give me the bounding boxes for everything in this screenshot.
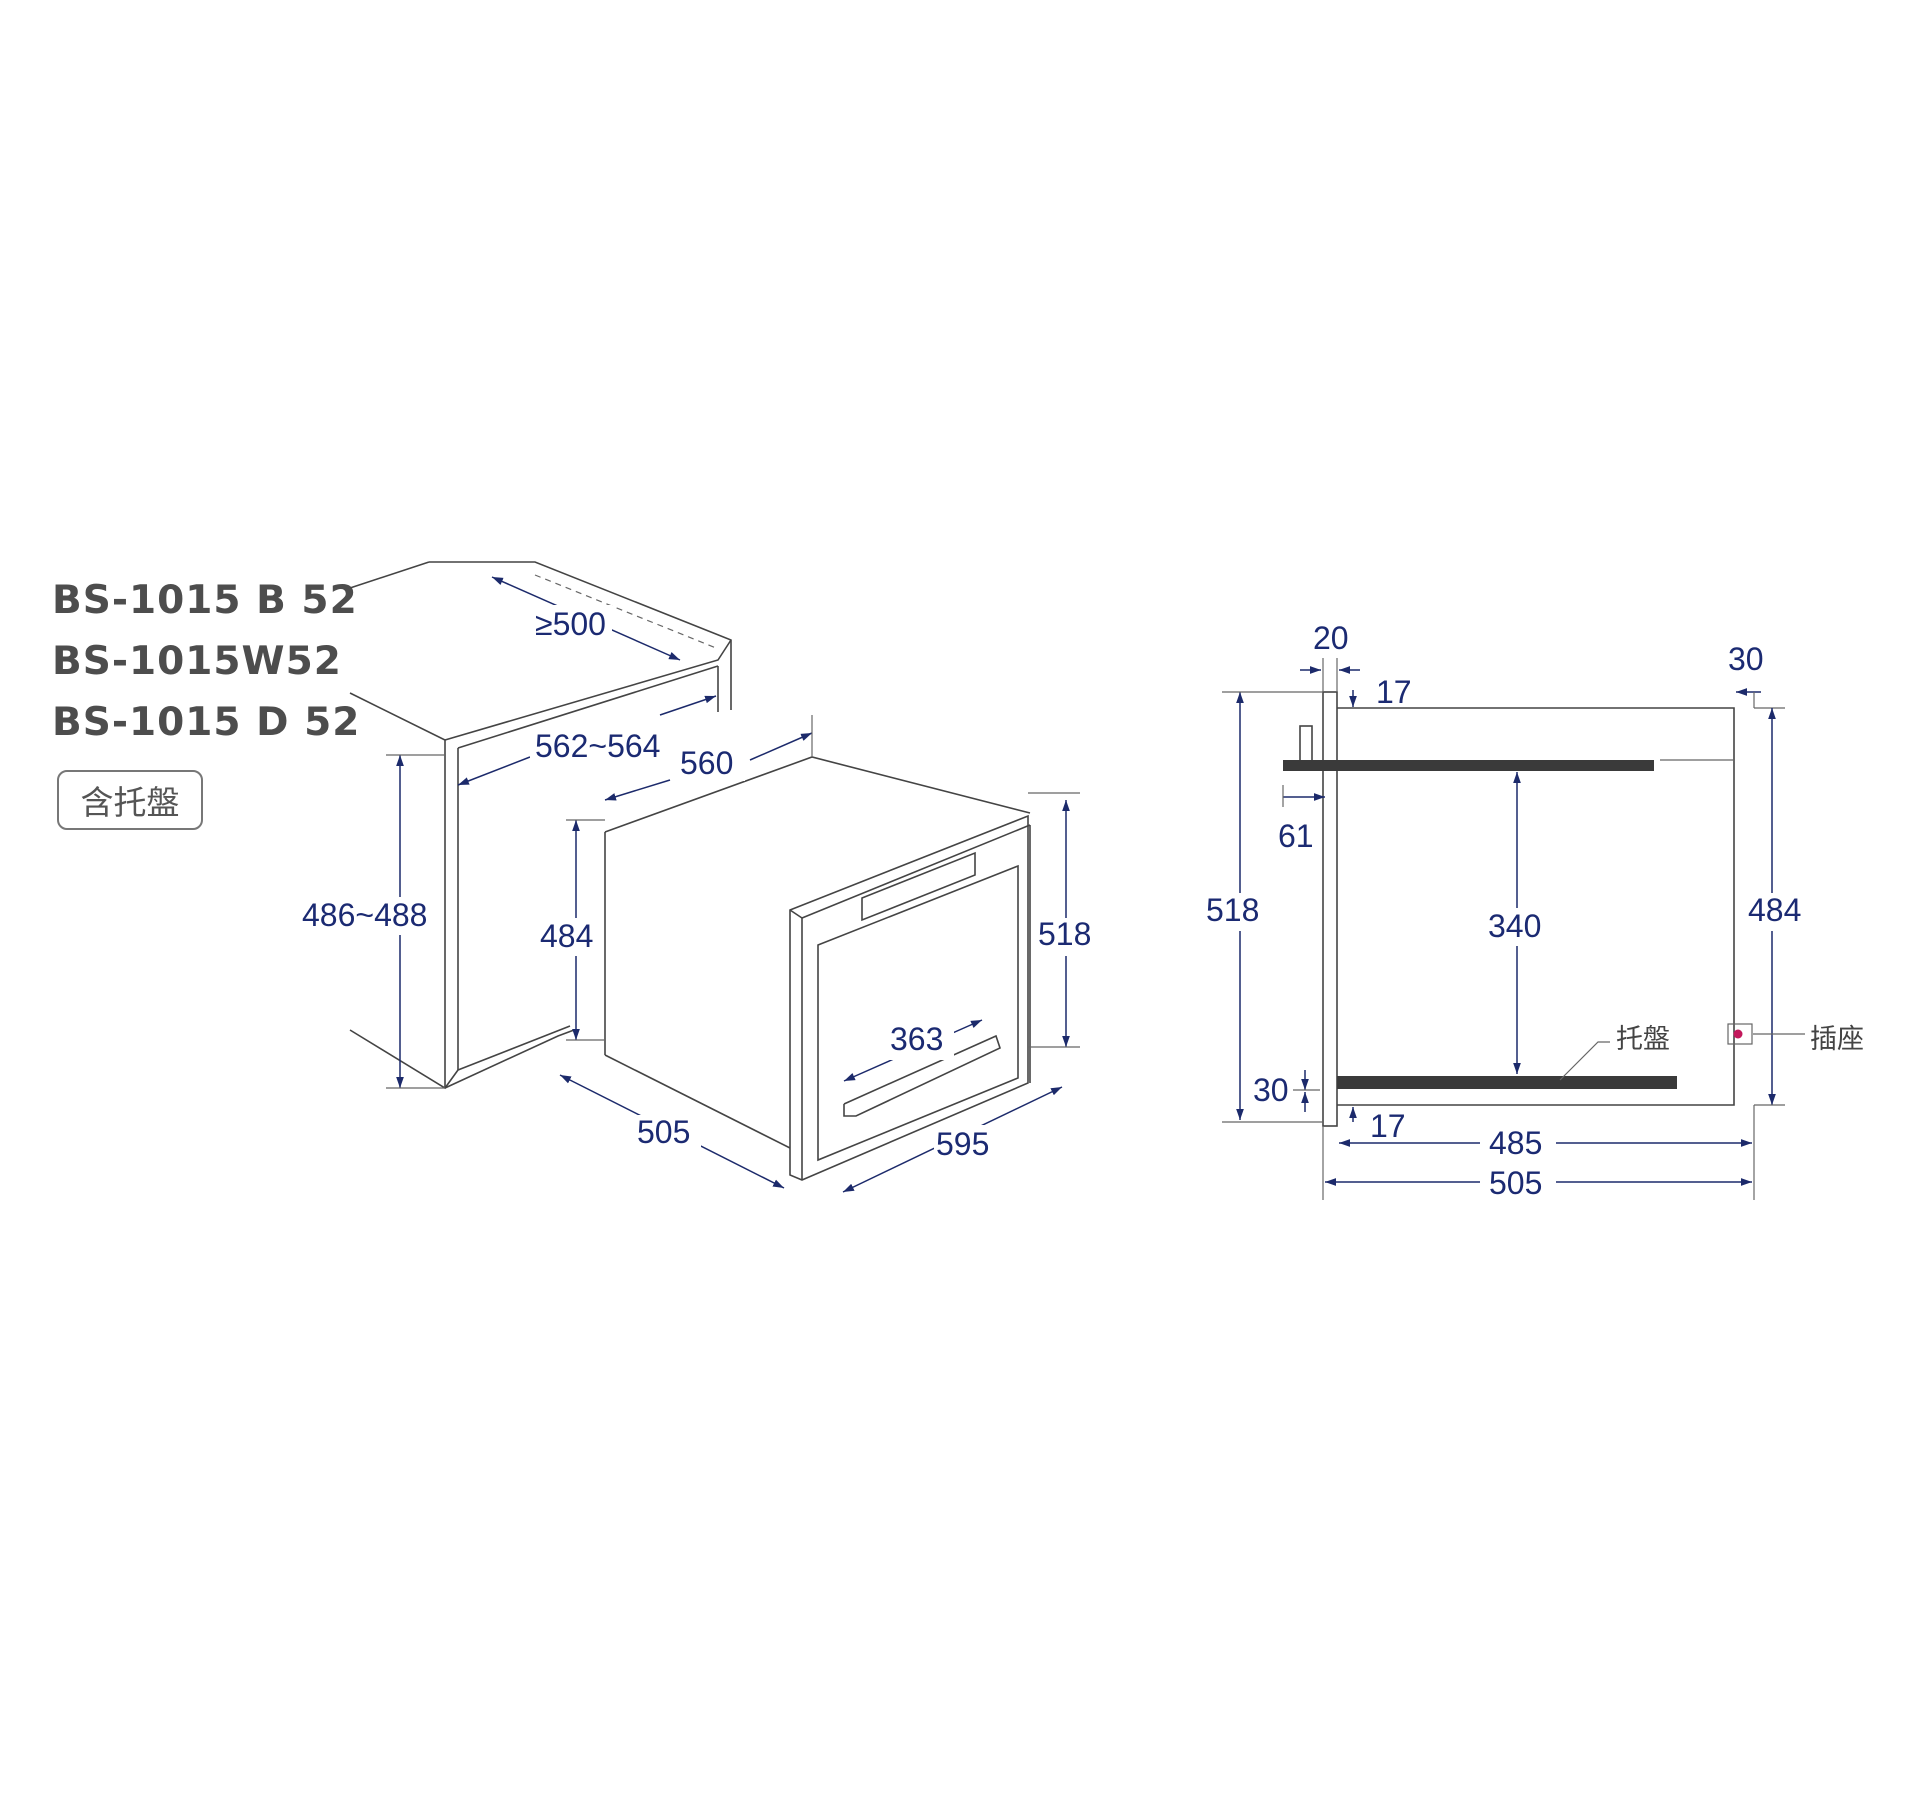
- dim-body-height-side: 484: [1748, 892, 1801, 928]
- dim-front-height: 518: [1038, 916, 1091, 952]
- dim-panel: 20: [1313, 620, 1349, 656]
- dim-front-width: 595: [936, 1126, 989, 1162]
- socket-label: 插座: [1810, 1024, 1864, 1055]
- dim-handle: 363: [890, 1021, 943, 1057]
- model-list: BS-1015 B 52 BS-1015W52 BS-1015 D 52: [52, 570, 360, 753]
- dim-depth-min: ≥500: [535, 606, 606, 642]
- side-view-body: [1283, 691, 1753, 1127]
- dim-bottom-offset: 17: [1370, 1108, 1406, 1144]
- dim-top-gap: 17: [1376, 674, 1412, 710]
- model-name-1: BS-1015 B 52: [52, 578, 358, 623]
- tray-included-badge: 含托盤: [57, 770, 203, 830]
- dim-bottom-gap: 30: [1253, 1072, 1289, 1108]
- dim-total-height: 518: [1206, 892, 1259, 928]
- dim-tray-spacing: 340: [1488, 908, 1541, 944]
- iso-dimension-lines: [386, 576, 1080, 1193]
- side-dimension-labels: 20 17 30 61 518 340 484 30 17 485 505 托盤…: [1205, 620, 1864, 1201]
- dim-inner-depth: 485: [1489, 1125, 1542, 1161]
- dim-niche-height: 486~488: [302, 897, 427, 933]
- socket-icon: [1733, 1029, 1743, 1039]
- dim-depth: 505: [637, 1114, 690, 1150]
- model-name-2: BS-1015W52: [52, 639, 342, 684]
- dim-back-gap: 30: [1728, 641, 1764, 677]
- dim-tray-offset: 61: [1278, 818, 1314, 854]
- tray-label: 托盤: [1616, 1024, 1670, 1055]
- dim-niche-width: 562~564: [535, 728, 660, 764]
- model-name-3: BS-1015 D 52: [52, 700, 361, 745]
- dim-total-depth: 505: [1489, 1165, 1542, 1201]
- iso-dimension-labels: ≥500 562~564 560 486~488 484 518 363 505…: [300, 605, 1102, 1163]
- upper-tray-rail: [1283, 760, 1654, 771]
- lower-tray: [1337, 1076, 1677, 1089]
- dim-body-height: 484: [540, 918, 593, 954]
- dim-body-width: 560: [680, 745, 733, 781]
